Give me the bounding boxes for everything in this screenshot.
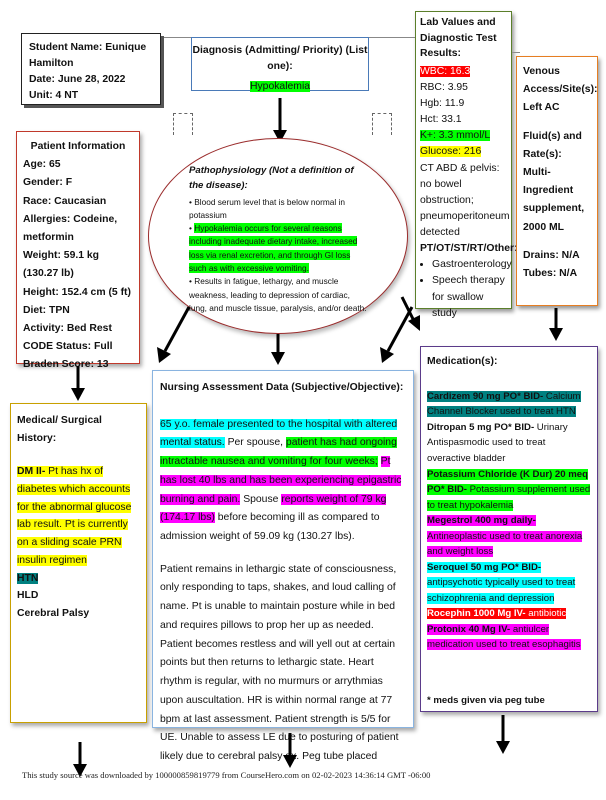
history-hld: HLD bbox=[17, 590, 39, 602]
student-info-box: Student Name: Eunique Hamilton Date: Jun… bbox=[21, 33, 161, 105]
patient-allergies: Allergies: Codeine, metformin bbox=[23, 213, 118, 244]
nursing-p1-h: before becoming ill as compared to admis… bbox=[160, 512, 380, 543]
lab-glucose: Glucose: 216 bbox=[420, 146, 482, 158]
dashed-bracket-right bbox=[372, 113, 392, 135]
arrow-patho-to-nursing bbox=[271, 334, 285, 365]
arrow-nursing-down bbox=[283, 733, 297, 768]
history-dm-label: DM II- bbox=[17, 466, 46, 478]
venous-access-label: Venous Access/Site(s): bbox=[523, 66, 598, 96]
patient-info-title: Patient Information bbox=[30, 141, 126, 152]
med-name: Seroquel 50 mg PO* BID- bbox=[427, 561, 542, 573]
diagnosis-value: Hypokalemia bbox=[249, 81, 311, 93]
lab-wbc: WBC: 16.3 bbox=[420, 65, 471, 77]
med-desc: Antineoplastic used to treat anorexia an… bbox=[427, 530, 583, 558]
patient-braden: Braden Score: 13 bbox=[23, 359, 109, 371]
lab-title: Lab Values and Diagnostic Test Results: bbox=[420, 17, 497, 60]
diagnosis-title: Diagnosis (Admitting/ Priority) (List on… bbox=[192, 45, 368, 73]
arrow-diagnosis-to-patho bbox=[273, 98, 287, 143]
history-title: Medical/ Surgical History: bbox=[17, 415, 102, 444]
pathophysiology-content: Pathophysiology (Not a definition of the… bbox=[189, 163, 369, 315]
lab-hgb: Hgb: 11.9 bbox=[420, 98, 465, 110]
nursing-p1-f: Spouse bbox=[240, 493, 282, 505]
med-name: Rocephin 1000 Mg IV- bbox=[427, 608, 526, 620]
arrow-labs-to-nursing bbox=[380, 306, 414, 363]
lab-hct: Hct: 33.1 bbox=[420, 114, 462, 126]
nursing-assessment-box: Nursing Assessment Data (Subjective/Obje… bbox=[152, 370, 414, 762]
med-desc: Calcium Channel Blocker used to treat HT… bbox=[427, 390, 581, 418]
venous-access-value: Left AC bbox=[523, 102, 560, 114]
dashed-bracket-left bbox=[173, 113, 193, 135]
medical-history-box: Medical/ Surgical History: DM II- Pt has… bbox=[10, 403, 147, 723]
med-name: Megestrol 400 mg daily- bbox=[427, 515, 536, 527]
med-desc: antiulcer medication used to treat esoph… bbox=[427, 623, 581, 651]
med-desc: antipsychotic typically used to treat sc… bbox=[427, 577, 576, 604]
arrow-patient-to-history bbox=[71, 366, 85, 401]
arrow-history-down bbox=[73, 742, 87, 777]
tubes: Tubes: N/A bbox=[523, 268, 578, 280]
med-name: Protonix 40 Mg IV- bbox=[427, 623, 511, 635]
history-dm-text: Pt has hx of diabetes which accounts for… bbox=[17, 466, 132, 566]
drains: Drains: N/A bbox=[523, 249, 580, 261]
source-footer: This study source was downloaded by 1000… bbox=[22, 770, 431, 780]
patho-title: Pathophysiology (Not a definition of the… bbox=[189, 165, 354, 192]
med-name: Cardizem 90 mg PO* BID- bbox=[427, 390, 544, 402]
patient-activity: Activity: Bed Rest bbox=[23, 323, 112, 335]
patient-weight: Weight: 59.1 kg (130.27 lb) bbox=[23, 250, 100, 280]
med-desc: Potassium supplement used to treat hypok… bbox=[427, 484, 591, 511]
lab-values-box: Lab Values and Diagnostic Test Results: … bbox=[415, 11, 518, 319]
patient-race: Race: Caucasian bbox=[23, 195, 107, 207]
arrow-patho-to-history bbox=[157, 306, 191, 363]
patient-gender: Gender: F bbox=[23, 177, 73, 189]
med-name: Potassium Chloride (K Dur) 20 meq PO* BI… bbox=[427, 468, 588, 496]
patient-age: Age: 65 bbox=[23, 159, 61, 171]
meds-title: Medication(s): bbox=[427, 356, 498, 367]
fluids-label: Fluid(s) and Rate(s): bbox=[523, 130, 582, 160]
med-desc: Urinary Antispasmodic used to treat over… bbox=[427, 421, 568, 464]
patient-height: Height: 152.4 cm (5 ft) bbox=[23, 286, 131, 298]
patient-code-status: CODE Status: Full bbox=[23, 341, 113, 353]
student-name: Student Name: Eunique Hamilton bbox=[29, 42, 147, 70]
history-cp: Cerebral Palsy bbox=[17, 607, 90, 619]
lab-other-item: Speech therapy for swallow study bbox=[432, 273, 508, 321]
nursing-p2: Patient remains in lethargic state of co… bbox=[160, 563, 399, 762]
arrow-meds-down bbox=[496, 715, 510, 754]
lab-other-item: Gastroenterology bbox=[432, 257, 512, 273]
fluids-value: Multi-Ingredient supplement, 2000 ML bbox=[523, 167, 585, 233]
nursing-p1-b: Per spouse, bbox=[224, 437, 286, 449]
patient-info-box: Patient Information Age: 65 Gender: F Ra… bbox=[16, 131, 140, 370]
nursing-title: Nursing Assessment Data (Subjective/Obje… bbox=[160, 382, 404, 393]
patho-bullet-2: Hypokalemia occurs for several reasons i… bbox=[189, 223, 358, 274]
arrow-labs-to-meds bbox=[400, 296, 420, 331]
venous-access-box: Venous Access/Site(s): Left AC Fluid(s) … bbox=[516, 56, 598, 306]
meds-note: * meds given via peg tube bbox=[427, 694, 545, 706]
med-name: Ditropan 5 mg PO* BID- bbox=[427, 421, 535, 433]
med-desc: antibiotic bbox=[525, 608, 567, 620]
lab-potassium: K+: 3.3 mmol/L bbox=[420, 130, 491, 142]
lab-ct: CT ABD & pelvis: no bowel obstruction; p… bbox=[420, 162, 510, 239]
unit: Unit: 4 NT bbox=[29, 90, 79, 102]
history-htn: HTN bbox=[17, 572, 39, 584]
patient-diet: Diet: TPN bbox=[23, 304, 70, 316]
diagnosis-box: Diagnosis (Admitting/ Priority) (List on… bbox=[191, 37, 369, 93]
date: Date: June 28, 2022 bbox=[29, 74, 126, 86]
patho-bullet-3: Results in fatigue, lethargy, and muscle… bbox=[189, 276, 367, 313]
lab-other-title: PT/OT/ST/RT/Other: bbox=[420, 243, 518, 255]
arrow-venous-to-meds bbox=[549, 308, 563, 341]
medications-box: Medication(s): Cardizem 90 mg PO* BID- C… bbox=[420, 346, 598, 712]
lab-rbc: RBC: 3.95 bbox=[420, 81, 468, 93]
patho-bullet-1: Blood serum level that is below normal i… bbox=[189, 196, 346, 220]
